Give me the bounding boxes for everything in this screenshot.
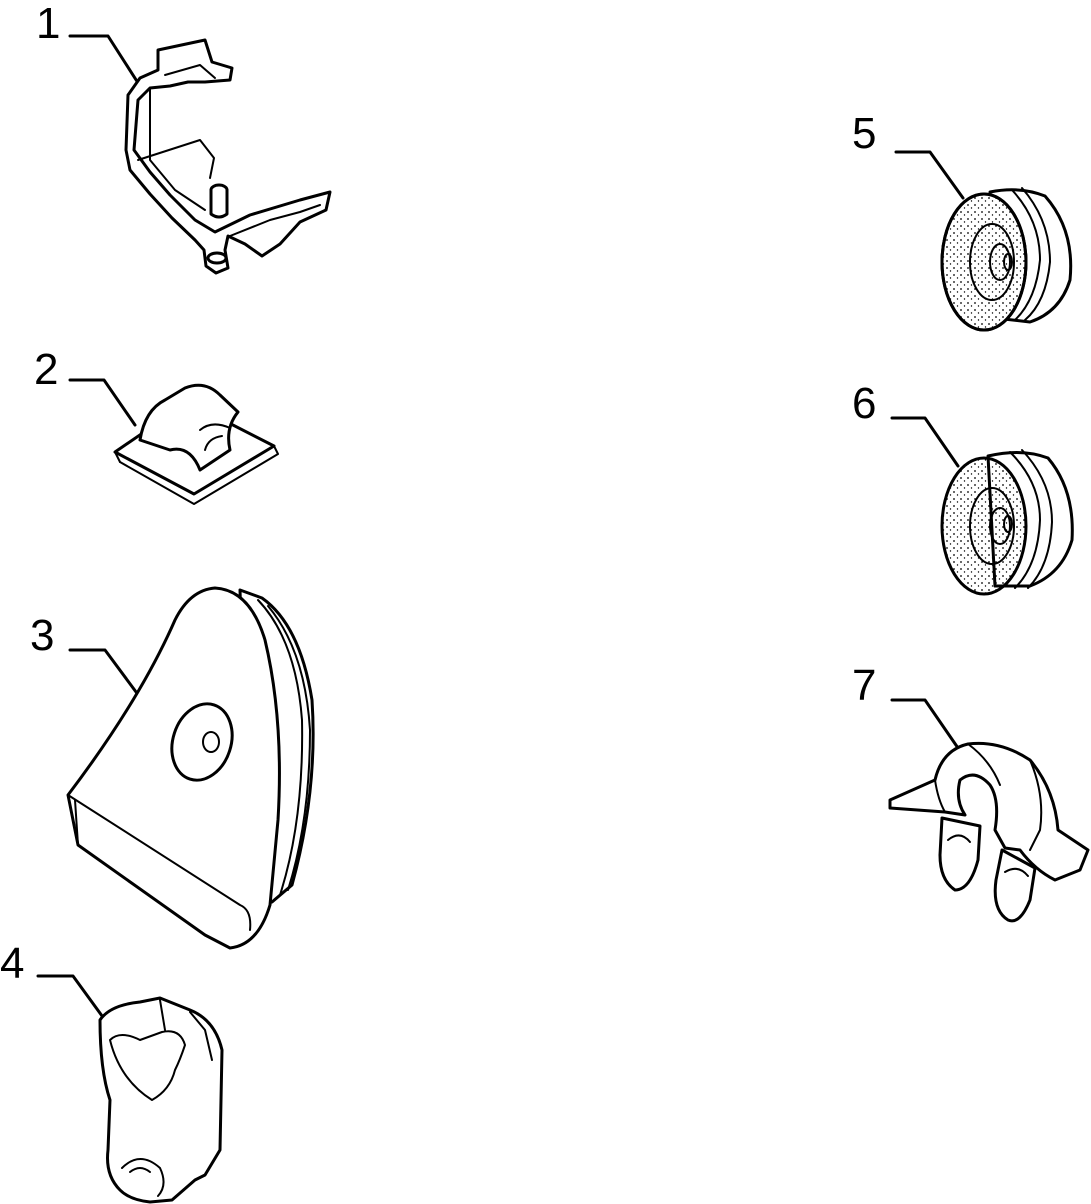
pipe-clip-icon <box>888 741 1090 923</box>
leader-line-4 <box>36 974 107 1022</box>
leader-line-1 <box>68 34 142 88</box>
callout-number-2: 2 <box>34 345 58 394</box>
callout-number-1: 1 <box>36 0 60 48</box>
rubber-cover-icon <box>66 586 315 950</box>
adhesive-clip-icon <box>113 383 279 505</box>
leader-line-2 <box>68 378 137 427</box>
part-3: 3 <box>30 586 315 950</box>
grommet-icon <box>940 187 1073 332</box>
callout-number-4: 4 <box>0 939 24 988</box>
callout-number-3: 3 <box>30 611 54 660</box>
callout-number-6: 6 <box>852 379 876 428</box>
part-2: 2 <box>34 345 279 505</box>
part-1: 1 <box>36 0 332 275</box>
bracket-clip-icon <box>124 38 332 275</box>
part-5: 5 <box>852 109 1073 332</box>
leader-line-5 <box>894 150 965 200</box>
callout-number-5: 5 <box>852 109 876 158</box>
part-6: 6 <box>852 379 1074 596</box>
grommet-icon <box>940 449 1074 596</box>
leader-line-7 <box>890 698 960 750</box>
callout-number-7: 7 <box>852 661 876 710</box>
leader-line-3 <box>68 648 144 702</box>
part-7: 7 <box>852 661 1090 923</box>
double-clamp-icon <box>98 996 224 1204</box>
leader-line-6 <box>890 416 960 468</box>
part-4: 4 <box>0 939 224 1204</box>
